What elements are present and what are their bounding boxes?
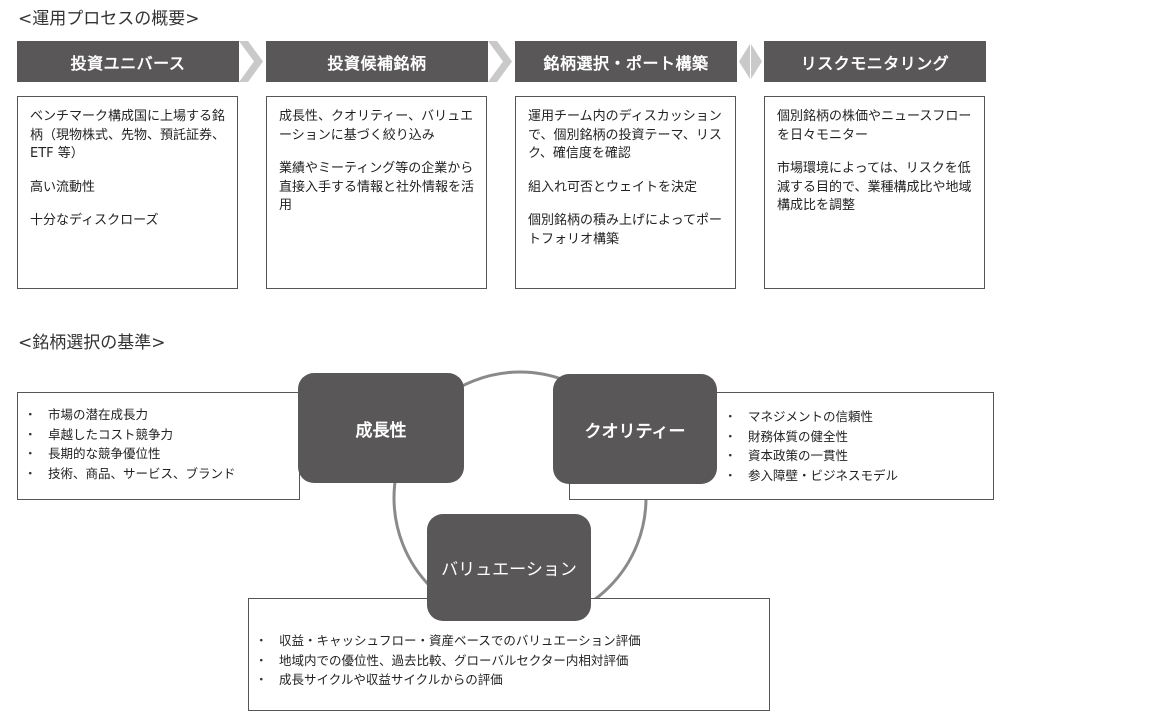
quality-item: 参入障壁・ビジネスモデル xyxy=(718,466,993,486)
step-text: 個別銘柄の積み上げによってポートフォリオ構築 xyxy=(528,213,722,247)
growth-item: 市場の潜在成長力 xyxy=(18,405,299,425)
quality-item: マネジメントの信頼性 xyxy=(718,407,993,427)
step-text: 運用チーム内のディスカッションで、個別銘柄の投資テーマ、リスク、確信度を確認 xyxy=(528,109,722,161)
step-heading-selection: 銘柄選択・ポート構築 xyxy=(515,41,737,82)
growth-item: 長期的な競争優位性 xyxy=(18,444,299,464)
step-text: ベンチマーク構成国に上場する銘柄（現物株式、先物、預託証券、ETF 等） xyxy=(30,109,226,161)
step-text: 個別銘柄の株価やニュースフローを日々モニター xyxy=(777,109,972,143)
step-box-selection: 運用チーム内のディスカッションで、個別銘柄の投資テーマ、リスク、確信度を確認 組… xyxy=(515,96,736,289)
valuation-node: バリュエーション xyxy=(427,514,591,621)
step-box-universe: ベンチマーク構成国に上場する銘柄（現物株式、先物、預託証券、ETF 等） 高い流… xyxy=(17,96,238,289)
step-heading-candidates: 投資候補銘柄 xyxy=(266,41,488,82)
step-text: 成長性、クオリティー、バリュエーションに基づく絞り込み xyxy=(279,109,474,143)
step-text: 業績やミーティング等の企業から直接入手する情報と社外情報を活用 xyxy=(279,161,475,213)
quality-item: 財務体質の健全性 xyxy=(718,427,993,447)
step-heading-universe: 投資ユニバース xyxy=(17,41,239,82)
valuation-item: 成長サイクルや収益サイクルからの評価 xyxy=(249,670,769,690)
step-heading-risk: リスクモニタリング xyxy=(764,41,986,82)
quality-item: 資本政策の一貫性 xyxy=(718,446,993,466)
quality-node: クオリティー xyxy=(553,374,717,484)
growth-node: 成長性 xyxy=(298,373,464,483)
flow-arrow-2 xyxy=(488,41,512,82)
step-text: 高い流動性 xyxy=(30,179,96,195)
flow-arrow-double xyxy=(739,44,762,79)
valuation-item: 収益・キャッシュフロー・資産ベースでのバリュエーション評価 xyxy=(249,631,769,651)
process-title: <運用プロセスの概要> xyxy=(18,9,200,29)
criteria-title: <銘柄選択の基準> xyxy=(18,333,166,353)
growth-item: 技術、商品、サービス、ブランド xyxy=(18,464,299,484)
valuation-item: 地域内での優位性、過去比較、グローバルセクター内相対評価 xyxy=(249,651,769,671)
step-text: 市場環境によっては、リスクを低減する目的で、業種構成比や地域構成比を調整 xyxy=(777,161,972,213)
step-box-candidates: 成長性、クオリティー、バリュエーションに基づく絞り込み 業績やミーティング等の企… xyxy=(266,96,487,289)
step-box-risk: 個別銘柄の株価やニュースフローを日々モニター 市場環境によっては、リスクを低減す… xyxy=(764,96,985,289)
flow-arrow-1 xyxy=(239,41,263,82)
step-text: 十分なディスクローズ xyxy=(30,213,159,228)
growth-item: 卓越したコスト競争力 xyxy=(18,425,299,445)
growth-criteria-box: 市場の潜在成長力 卓越したコスト競争力 長期的な競争優位性 技術、商品、サービス… xyxy=(17,392,300,500)
step-text: 組入れ可否とウェイトを決定 xyxy=(528,179,698,195)
